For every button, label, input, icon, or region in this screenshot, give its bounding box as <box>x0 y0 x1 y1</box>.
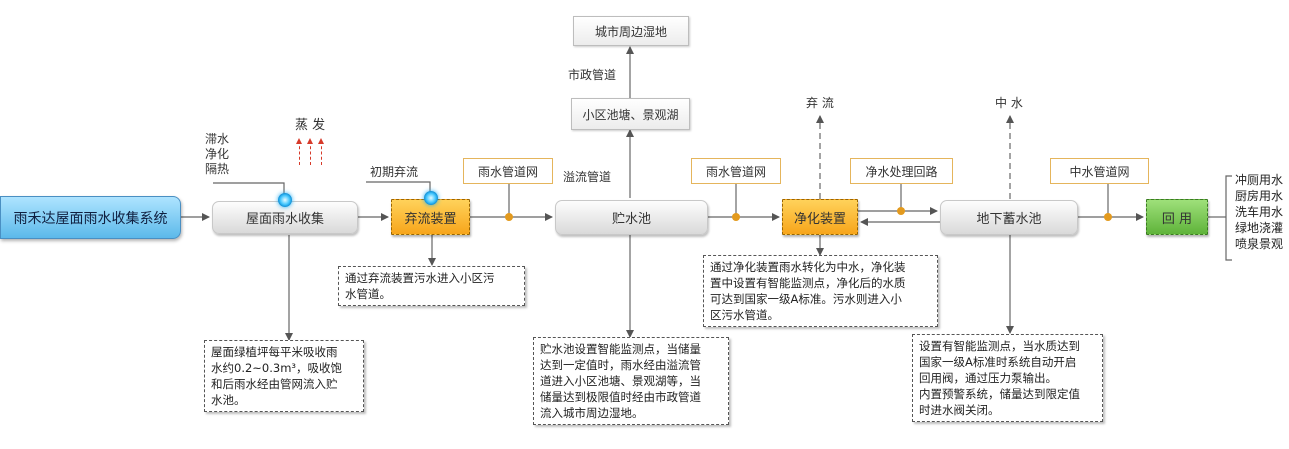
purification-device-node: 净化装置 <box>782 199 858 235</box>
community-pond-lake-node: 小区池塘、景观湖 <box>571 98 690 130</box>
discard-note: 通过弃流装置污水进入小区污水管道。 <box>338 266 525 306</box>
initial-discard-label: 初期弃流 <box>370 165 419 179</box>
storage-tank-note: 贮水池设置智能监测点，当储量达到一定值时，雨水经由溢流管 道进入小区池塘、景观湖… <box>533 337 729 425</box>
city-wetland-node: 城市周边湿地 <box>573 16 689 46</box>
rainwater-pipe-network-tag-1: 雨水管道网 <box>463 158 553 184</box>
purification-note: 通过净化装置雨水转化为中水，净化装置中设置有智能监测点，净化后的水质 可达到国家… <box>703 255 938 327</box>
glow-spot-icon <box>278 193 292 207</box>
system-title-node: 雨禾达屋面雨水收集系统 <box>0 196 181 239</box>
evaporation-arrow-icon <box>307 138 313 165</box>
underground-tank-node: 地下蓄水池 <box>940 200 1078 235</box>
reclaimed-water-pipe-tag: 中水管道网 <box>1050 158 1149 184</box>
roof-effects-label: 滞水 净化 隔热 <box>205 132 230 176</box>
use-item: 冲厕用水 <box>1235 173 1284 187</box>
discard-flow-label: 弃 流 <box>806 96 834 110</box>
underground-tank-note: 设置有智能监测点，当水质达到国家一级A标准时系统自动开启 回用阀，通过压力泵输出… <box>912 334 1103 422</box>
evaporation-arrow-icon <box>296 138 302 165</box>
reclaimed-water-label: 中 水 <box>995 96 1023 110</box>
initial-discard-device-node: 弃流装置 <box>391 199 470 235</box>
use-item: 洗车用水 <box>1235 205 1284 219</box>
overflow-pipe-label: 溢流管道 <box>563 170 612 184</box>
use-item: 喷泉景观 <box>1235 237 1284 251</box>
municipal-pipe-label: 市政管道 <box>568 68 617 82</box>
glow-spot-icon <box>424 191 438 205</box>
evaporation-label: 蒸 发 <box>295 118 326 133</box>
roof-note: 屋面绿植坪每平米吸收雨水约0.2~0.3m³，吸收饱 和后雨水经由管网流入贮水池… <box>204 340 364 412</box>
evaporation-arrow-icon <box>318 138 324 165</box>
reuse-node: 回 用 <box>1146 199 1208 235</box>
reuse-purposes-list: 冲厕用水 厨房用水 洗车用水 绿地浇灌 喷泉景观 <box>1235 172 1283 252</box>
storage-tank-node: 贮水池 <box>555 200 708 235</box>
rainwater-pipe-network-tag-2: 雨水管道网 <box>691 158 781 184</box>
use-item: 厨房用水 <box>1235 189 1284 203</box>
clean-water-loop-tag: 净水处理回路 <box>850 158 953 184</box>
use-item: 绿地浇灌 <box>1235 221 1284 235</box>
